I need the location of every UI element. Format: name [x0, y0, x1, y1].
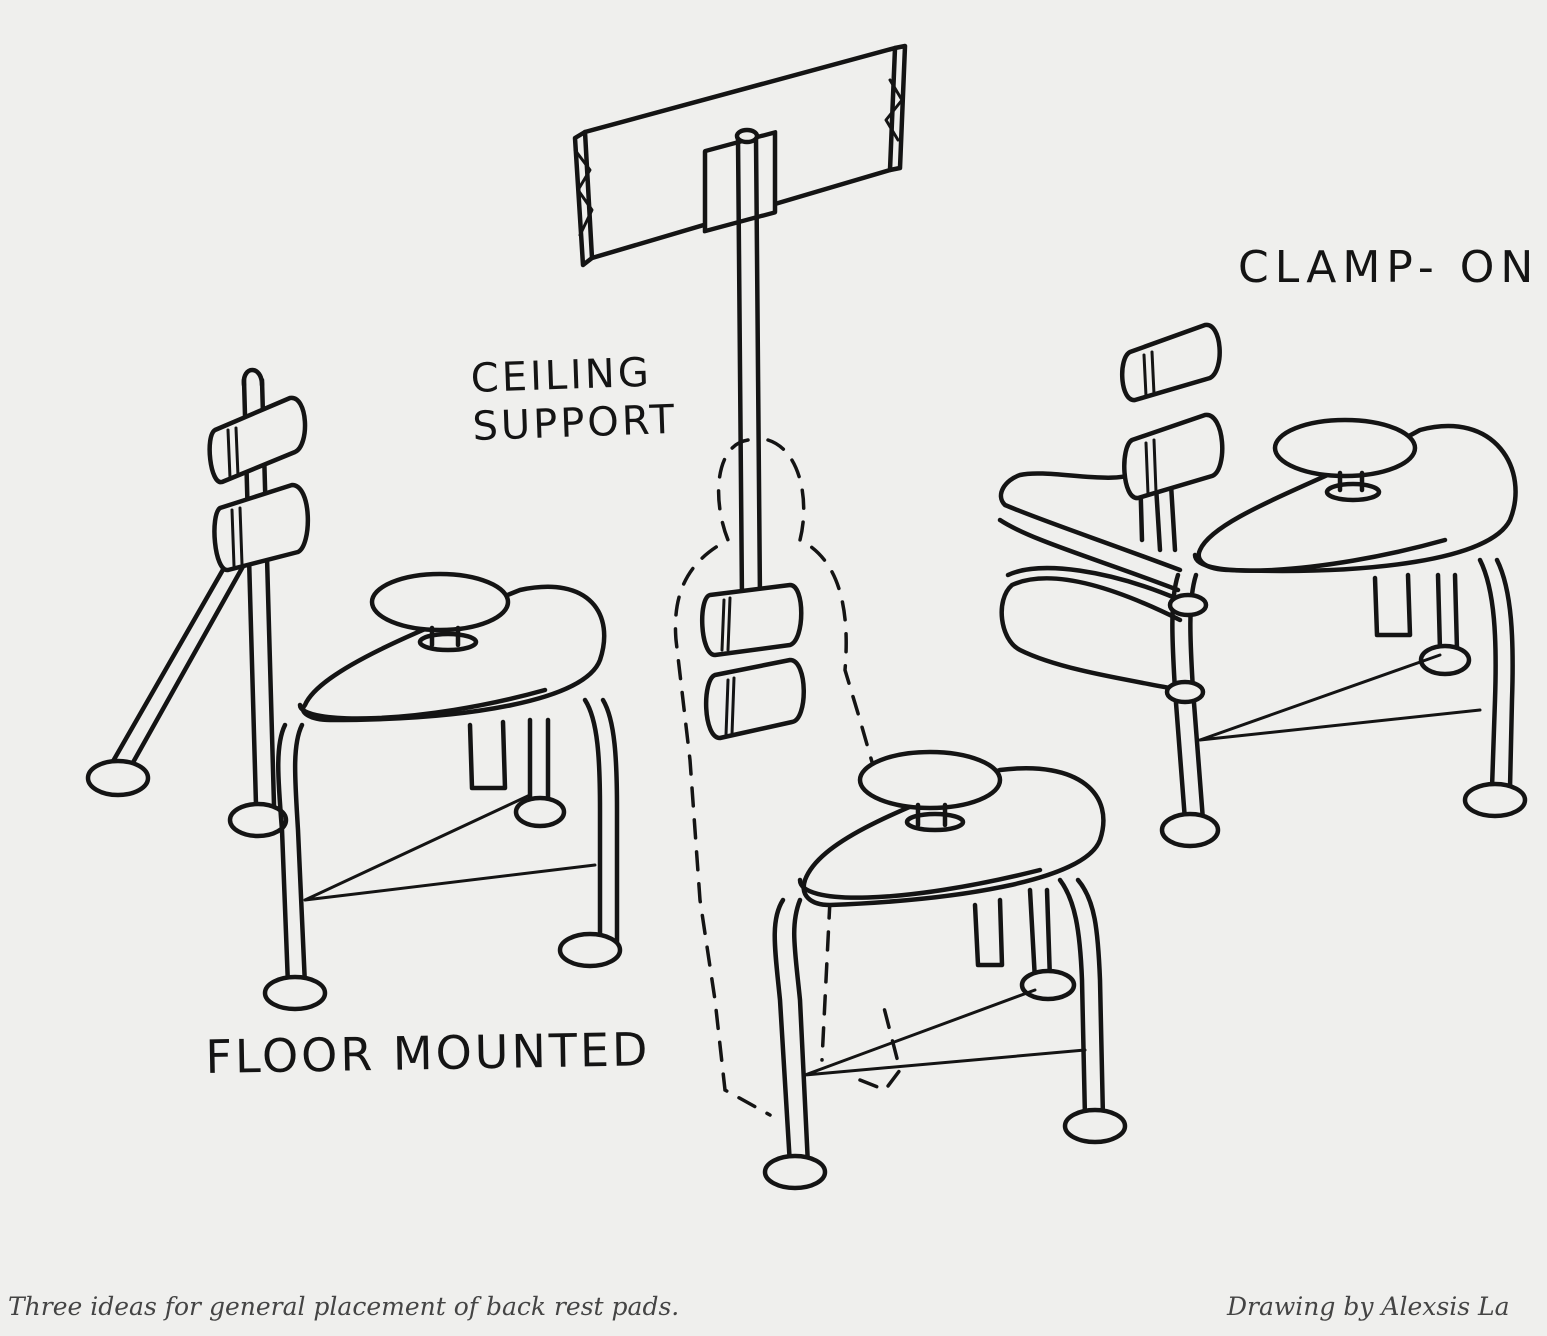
back-rest-pad-upper-ceiling [700, 582, 804, 658]
clamp-on-frame [997, 465, 1183, 693]
stool-clamp-on [1159, 417, 1528, 849]
back-rest-pad-lower-ceiling [703, 657, 806, 741]
floor-mounted-label: FLOOR MOUNTED [205, 1022, 651, 1084]
seated-figure-outline [673, 438, 902, 1117]
clamp-on-label: CLAMP- ON [1238, 242, 1540, 293]
ceiling-support-label-line1: CEILING [470, 349, 653, 402]
stool-center [762, 749, 1128, 1191]
ceiling-support-label: CEILING SUPPORT [470, 348, 678, 451]
back-rest-pad-lower-floor [212, 482, 310, 573]
stool-floor-mounted [262, 571, 623, 1012]
floor-mounted-post [85, 367, 289, 839]
back-rest-pad-upper-clamp [1119, 322, 1222, 403]
ceiling-support-pole [734, 127, 763, 603]
ceiling-support-label-line2: SUPPORT [471, 396, 678, 450]
drawing-credit: Drawing by Alexsis La [1227, 1292, 1510, 1321]
figure-caption: Three ideas for general placement of bac… [8, 1292, 680, 1321]
back-rest-pad-lower-clamp [1122, 412, 1225, 501]
back-rest-pad-upper-floor [207, 395, 308, 485]
